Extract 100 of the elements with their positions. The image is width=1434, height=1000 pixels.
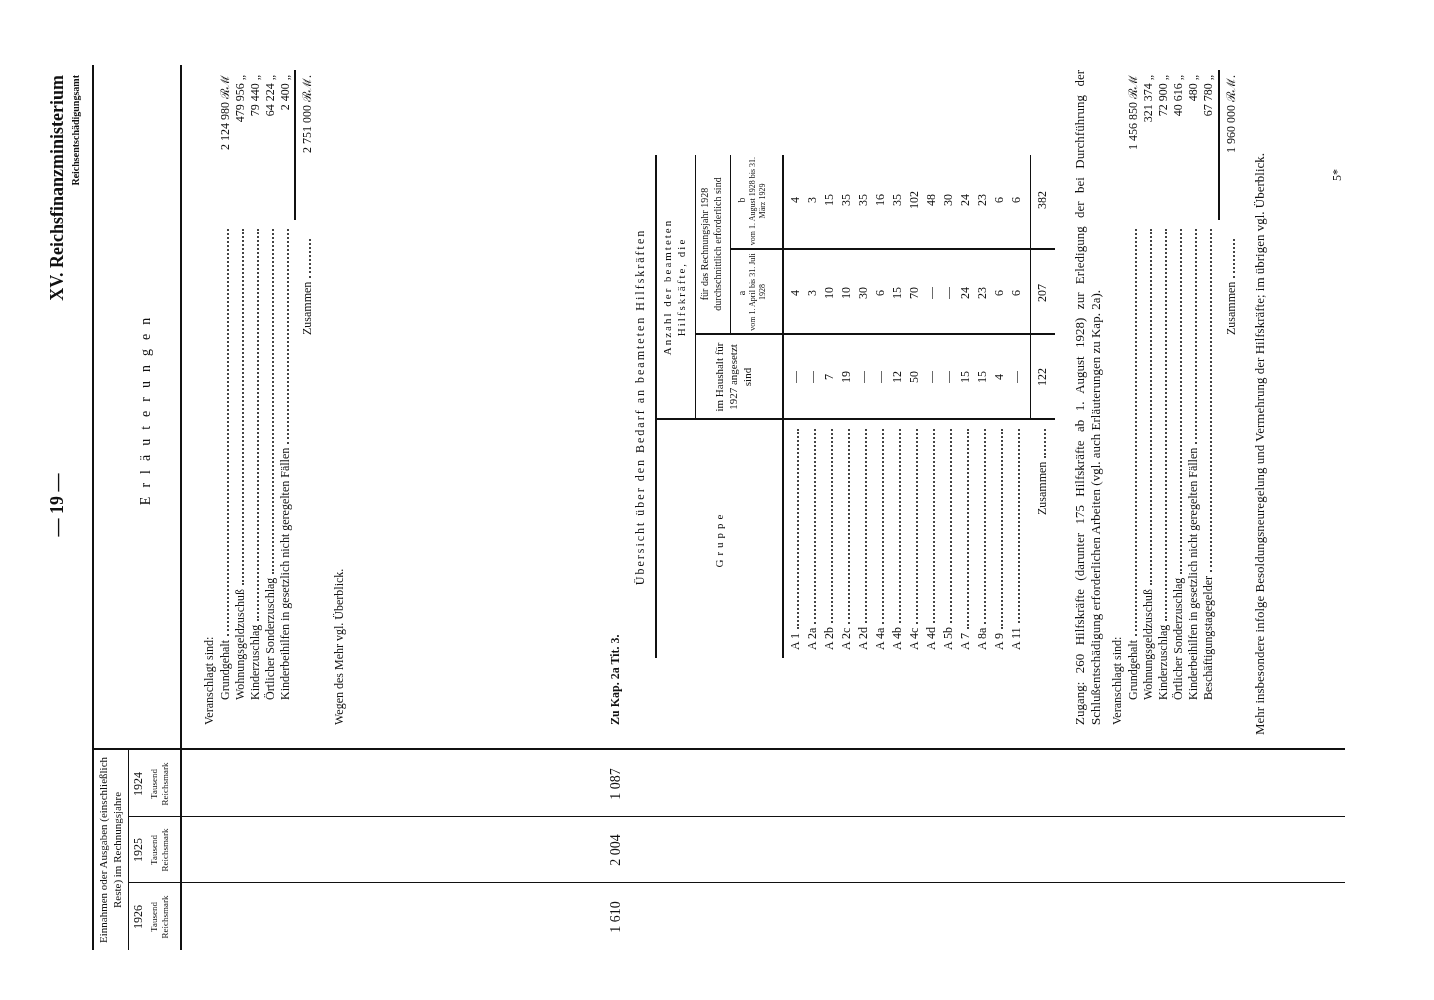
table-value: 15 [958,371,973,383]
total-amount: 1 960 000 ℛℳ. [1224,75,1239,153]
table-value: 3 [805,197,820,203]
table-value: 24 [958,287,973,299]
column-heading: im Haushalt für 1927 angesetzt sind [712,341,754,414]
table-value: 12 [890,371,905,383]
table-value: 15 [822,194,837,206]
row-label: A 4d [924,627,939,650]
page-number: — 19 — [46,473,68,537]
table-value: 16 [873,194,888,206]
row-label: A 11 [1009,627,1024,650]
amount-value: 72 900 „ [1156,75,1171,117]
table-value: 10 [839,287,854,299]
row-label: A 2d [856,627,871,650]
table-value: — [1009,371,1024,383]
table-value: 207 [1035,284,1050,302]
item-label: Kinderbeihilfen in gesetzlich nicht geregelten Fällen [278,447,293,700]
row-label: A 8a [975,627,990,650]
row-label: A 1 [788,633,803,650]
item-label: Kinderbeihilfen in gesetzlich nicht geregelten Fällen [1186,447,1201,700]
amount-value: 480 „ [1186,75,1201,102]
total-amount: 2 751 000 ℛℳ. [300,75,315,153]
table-value: 48 [924,194,939,206]
amount-value: 2 400 „ [278,75,293,111]
table-value: 15 [975,371,990,383]
amount-value: 79 440 „ [248,75,263,117]
column-subheading: vom 1. August 1928 bis 31. März 1929 [748,156,768,246]
item-label: Grundgehalt [218,640,233,700]
table-title: Übersicht über den Bedarf an beamteten Hilfskräften [633,228,648,586]
table-value: 30 [856,287,871,299]
table-value: — [924,371,939,383]
column-subheading: Tausend Reichsmark [149,761,171,808]
table-value: 6 [992,290,1007,296]
page-mark: 5* [1330,169,1345,181]
table-value: 102 [907,191,922,209]
amount-value: 1 610 [608,901,623,933]
table-value: 6 [873,290,888,296]
page-subtitle: Reichsentschädigungsamt [70,75,82,186]
row-label: A 9 [992,633,1007,650]
table-value: 24 [958,194,973,206]
column-heading: 1925 [131,838,146,862]
table-value: 10 [822,287,837,299]
column-heading: Gruppe [712,510,726,568]
table-value: 6 [1009,197,1024,203]
table-value: 50 [907,371,922,383]
table-value: 35 [856,194,871,206]
note-text: Zugang: 260 Hilfskräfte (darunter 175 Hilfskräfte ab 1. August 1928) zur Erledigung der bei Durchführung der Schlußentschädigung erforderlichen Arbeiten (vgl. auch Erläuterungen zu Kap. 2a). [1072,70,1104,725]
amount-value: 1 456 850 ℛℳ [1126,75,1141,150]
column-heading: Anzahl der beamteten Hilfskräfte, die [660,217,688,358]
table-value: 6 [992,197,1007,203]
table-value: 23 [975,194,990,206]
column-heading: für das Rechnungsjahr 1928 durchschnittlich erforderlich sind [698,176,724,313]
table-value: 7 [822,374,837,380]
table-value: — [873,371,888,383]
amount-value: 67 780 „ [1201,75,1216,117]
item-label: Örtlicher Sonderzuschlag [263,577,278,700]
amount-value: 2 004 [608,834,623,866]
table-value: 4 [788,290,803,296]
row-label: A 4a [873,627,888,650]
item-label: Grundgehalt [1126,640,1141,700]
item-label: Kinderzuschlag [248,624,263,700]
item-label: Beschäftigungstagegelder [1201,576,1216,700]
section-heading: Zu Kap. 2a Tit. 3. [608,634,623,725]
amount-value: 2 124 980 ℛℳ [218,75,233,150]
item-label: Wohnungsgeldzuschuß [233,588,248,700]
row-label: A 4c [907,627,922,650]
list-heading: Veranschlagt sind: [202,636,217,725]
total-label: Zusammen [1035,461,1050,515]
column-heading: 1926 [131,905,146,929]
table-value: 19 [839,371,854,383]
table-value: 6 [1009,290,1024,296]
column-heading: b [735,197,748,203]
column-subheading: vom 1. April bis 31. Juli 1928 [748,253,768,331]
amount-value: 479 956 „ [233,75,248,123]
table-value: 4 [992,374,1007,380]
page-title: XV. Reichsfinanzministerium [46,75,68,301]
item-label: Wohnungsgeldzuschuß [1141,588,1156,700]
table-value: 382 [1035,191,1050,209]
column-heading: Einnahmen oder Ausgaben (einschließlich Reste) im Rechnungsjahre [96,756,124,945]
table-value: — [941,371,956,383]
row-label: A 7 [958,633,973,650]
table-value: 35 [890,194,905,206]
table-value: — [924,287,939,299]
table-value: — [805,371,820,383]
amount-value: 40 616 „ [1171,75,1186,117]
table-value: 30 [941,194,956,206]
total-label: Zusammen [300,281,315,335]
table-value: 3 [805,290,820,296]
row-label: A 2b [822,627,837,650]
row-label: A 2c [839,627,854,650]
table-value: — [941,287,956,299]
column-subheading: Tausend Reichsmark [149,894,171,941]
column-subheading: Tausend Reichsmark [149,827,171,874]
table-value: — [788,371,803,383]
row-label: A 2a [805,627,820,650]
table-value: 35 [839,194,854,206]
item-label: Kinderzuschlag [1156,624,1171,700]
column-heading: 1924 [131,772,146,796]
table-value: 15 [890,287,905,299]
table-value: 4 [788,197,803,203]
